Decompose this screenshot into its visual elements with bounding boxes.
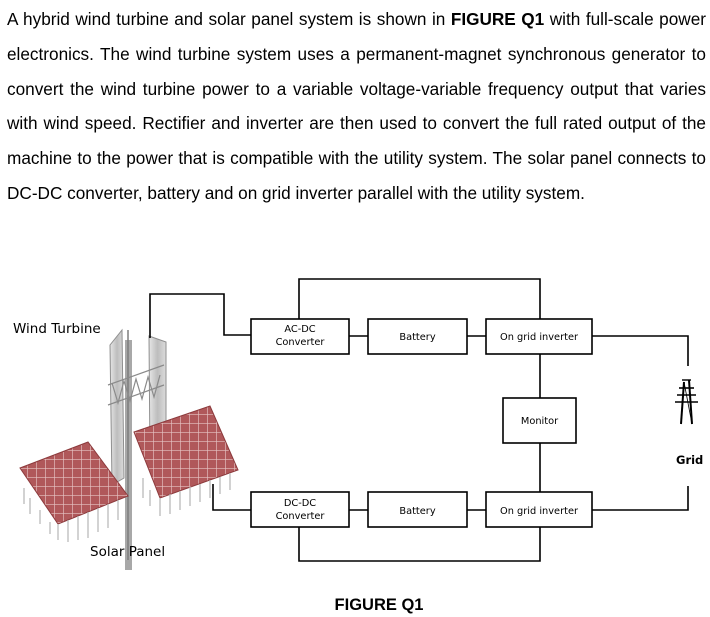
battery-top-label: Battery — [399, 332, 435, 343]
inverter-bottom-label: On grid inverter — [500, 506, 579, 517]
block-battery-bottom: Battery — [367, 491, 468, 528]
battery-bottom-label: Battery — [399, 506, 435, 517]
figure-reference: FIGURE Q1 — [450, 9, 545, 29]
dc-dc-converter-line1: DC-DC — [284, 498, 316, 509]
grid-tower-icon — [675, 379, 698, 425]
solar-panel-right — [133, 405, 239, 499]
figure-caption: FIGURE Q1 — [335, 596, 424, 614]
turbine-truss — [107, 364, 165, 406]
ac-dc-converter-line1: AC-DC — [284, 324, 315, 335]
block-inverter-top: On grid inverter — [485, 318, 593, 355]
solar-panel-illustration — [19, 405, 239, 542]
block-inverter-bottom: On grid inverter — [485, 491, 593, 528]
block-battery-top: Battery — [367, 318, 468, 355]
inverter-top-label: On grid inverter — [500, 332, 579, 343]
dc-dc-converter-line2: Converter — [276, 511, 326, 522]
block-monitor: Monitor — [502, 397, 577, 444]
solar-panel-left — [19, 441, 129, 525]
solar-panel-label: Solar Panel — [90, 544, 165, 560]
ac-dc-converter-line2: Converter — [276, 337, 326, 348]
monitor-label: Monitor — [521, 416, 559, 427]
wind-turbine-label: Wind Turbine — [13, 321, 101, 337]
turbine-blade-left — [109, 328, 125, 486]
problem-text-part1: A hybrid wind turbine and solar panel sy… — [7, 9, 451, 29]
problem-statement: A hybrid wind turbine and solar panel sy… — [7, 2, 706, 211]
problem-text-part2: with full-scale power electronics. The w… — [7, 9, 706, 203]
grid-label: Grid — [676, 453, 703, 467]
block-ac-dc-converter: AC-DC Converter — [250, 318, 350, 355]
block-dc-dc-converter: DC-DC Converter — [250, 491, 350, 528]
connection-wires — [149, 278, 689, 562]
